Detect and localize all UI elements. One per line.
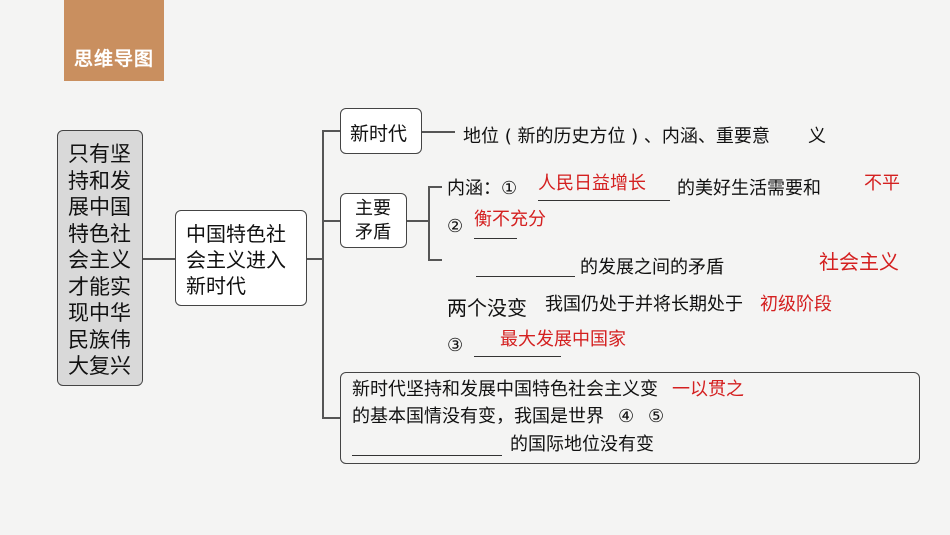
connector (422, 131, 455, 133)
blank (474, 356, 561, 357)
node-label: 矛盾 (355, 222, 391, 243)
connector (322, 130, 340, 132)
connector (407, 220, 428, 222)
node-persistence (340, 372, 920, 464)
center-line: 新时代 (186, 274, 246, 298)
center-line: 中国特色社 (186, 222, 286, 246)
theme-text: 只有坚持和发展中国特色社会主义才能实现中华民族伟大复兴 (68, 142, 131, 378)
center-node: 中国特色社 会主义进入 新时代 (175, 210, 307, 306)
connector (322, 220, 340, 222)
text: 内涵：① (447, 178, 518, 199)
mind-map-badge: 思维导图 (64, 0, 164, 81)
node-label: 主要 (355, 198, 391, 219)
text: 的基本国情没有变，我国是世界 (352, 406, 604, 427)
connector (307, 258, 322, 260)
text: 义 (808, 126, 826, 147)
number: ⑤ (648, 406, 665, 427)
number: ③ (447, 335, 464, 356)
bracket (428, 259, 442, 261)
center-line: 会主义进入 (186, 248, 286, 272)
node-label: 新时代 (350, 123, 408, 145)
answer: 衡不充分 (474, 209, 546, 230)
answer: 不平 (864, 173, 900, 194)
text: 的发展之间的矛盾 (580, 257, 724, 278)
connector (143, 258, 175, 260)
text: 地位 ( 新的历史方位 ) 、内涵、重要意 (463, 126, 770, 147)
text: 的国际地位没有变 (510, 434, 654, 455)
number: ② (447, 216, 464, 237)
answer: 一以贯之 (672, 379, 744, 400)
blank (474, 238, 517, 239)
text: 新时代坚持和发展中国特色社会主义变 (352, 379, 658, 400)
text: 的美好生活需要和 (677, 178, 821, 199)
blank (538, 200, 670, 201)
bracket (428, 186, 442, 188)
blank (352, 455, 502, 456)
text: 两个没变 (447, 296, 527, 320)
answer: 最大发展中国家 (500, 329, 626, 350)
connector (322, 130, 324, 418)
number: ④ (618, 406, 635, 427)
text: 我国仍处于并将长期处于 (545, 294, 743, 315)
answer: 人民日益增长 (538, 173, 646, 194)
bracket (428, 186, 430, 260)
answer: 社会主义 (819, 250, 899, 274)
node-main-contradiction: 主要 矛盾 (340, 193, 407, 248)
blank (476, 276, 575, 277)
node-new-era: 新时代 (340, 108, 422, 154)
connector (322, 417, 340, 419)
theme-box: 只有坚持和发展中国特色社会主义才能实现中华民族伟大复兴 (57, 130, 143, 386)
answer: 初级阶段 (760, 294, 832, 315)
